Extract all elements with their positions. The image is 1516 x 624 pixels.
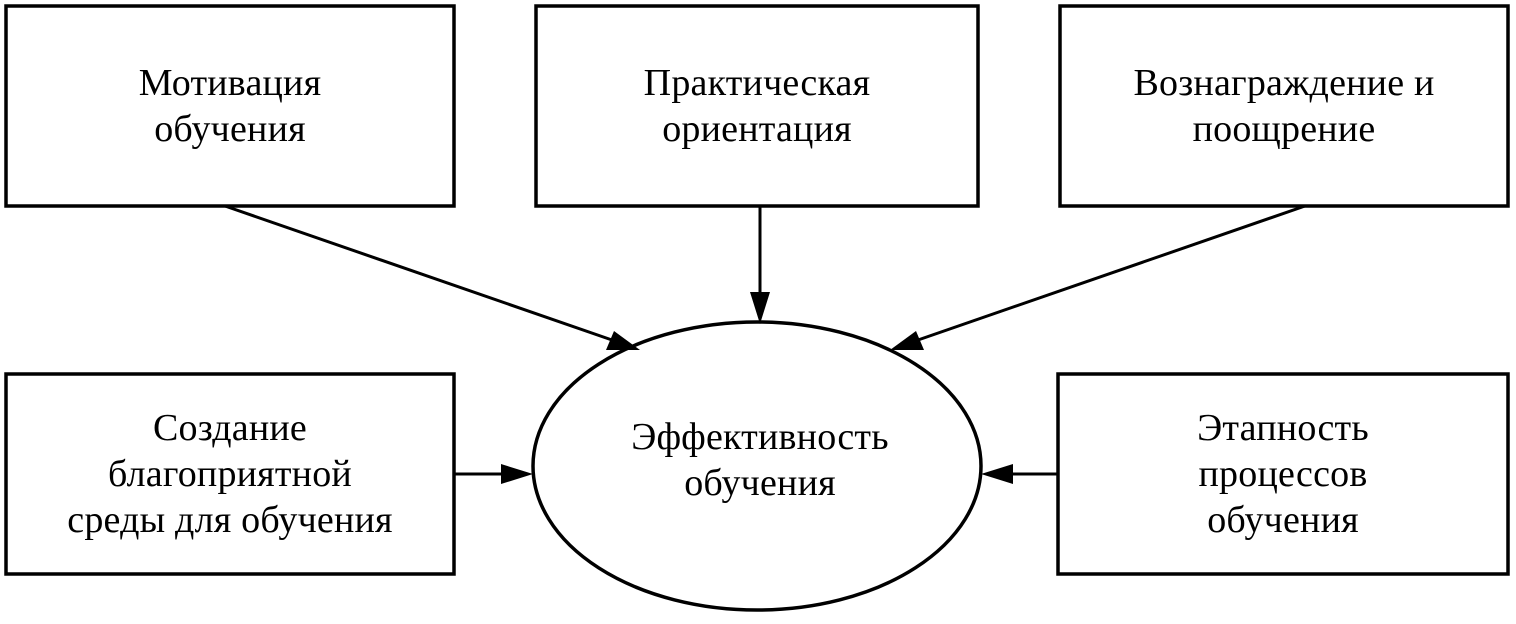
- label-line: обучения: [154, 108, 306, 150]
- edge-reward-to-center: [917, 204, 1306, 342]
- label-line: Создание: [152, 407, 307, 449]
- arrowhead-practical: [750, 292, 770, 324]
- label-line: Мотивация: [138, 62, 322, 104]
- arrowhead-stages: [981, 464, 1013, 484]
- arrowhead-reward: [890, 331, 924, 350]
- label-line: поощрение: [1192, 108, 1376, 150]
- label-line: процессов: [1198, 453, 1368, 495]
- box-practical: [534, 4, 980, 208]
- label-line: обучения: [684, 462, 836, 504]
- edge-motivation-to-center: [224, 204, 613, 342]
- box-motivation: [4, 4, 456, 208]
- label-line: благоприятной: [108, 453, 352, 495]
- label-line: Вознаграждение и: [1133, 62, 1435, 104]
- box-reward: [1058, 4, 1510, 208]
- label-line: Практическая: [643, 62, 871, 104]
- label-line: Эффективность: [631, 416, 889, 458]
- box-stages: [1056, 372, 1510, 576]
- label-line: среды для обучения: [67, 499, 393, 541]
- label-line: ориентация: [662, 108, 852, 150]
- arrowhead-environment: [501, 464, 533, 484]
- box-environment: [4, 372, 456, 576]
- label-line: обучения: [1207, 499, 1359, 541]
- center-ellipse: [531, 320, 983, 612]
- label-line: Этапность: [1197, 407, 1369, 449]
- arrowhead-motivation: [606, 331, 640, 350]
